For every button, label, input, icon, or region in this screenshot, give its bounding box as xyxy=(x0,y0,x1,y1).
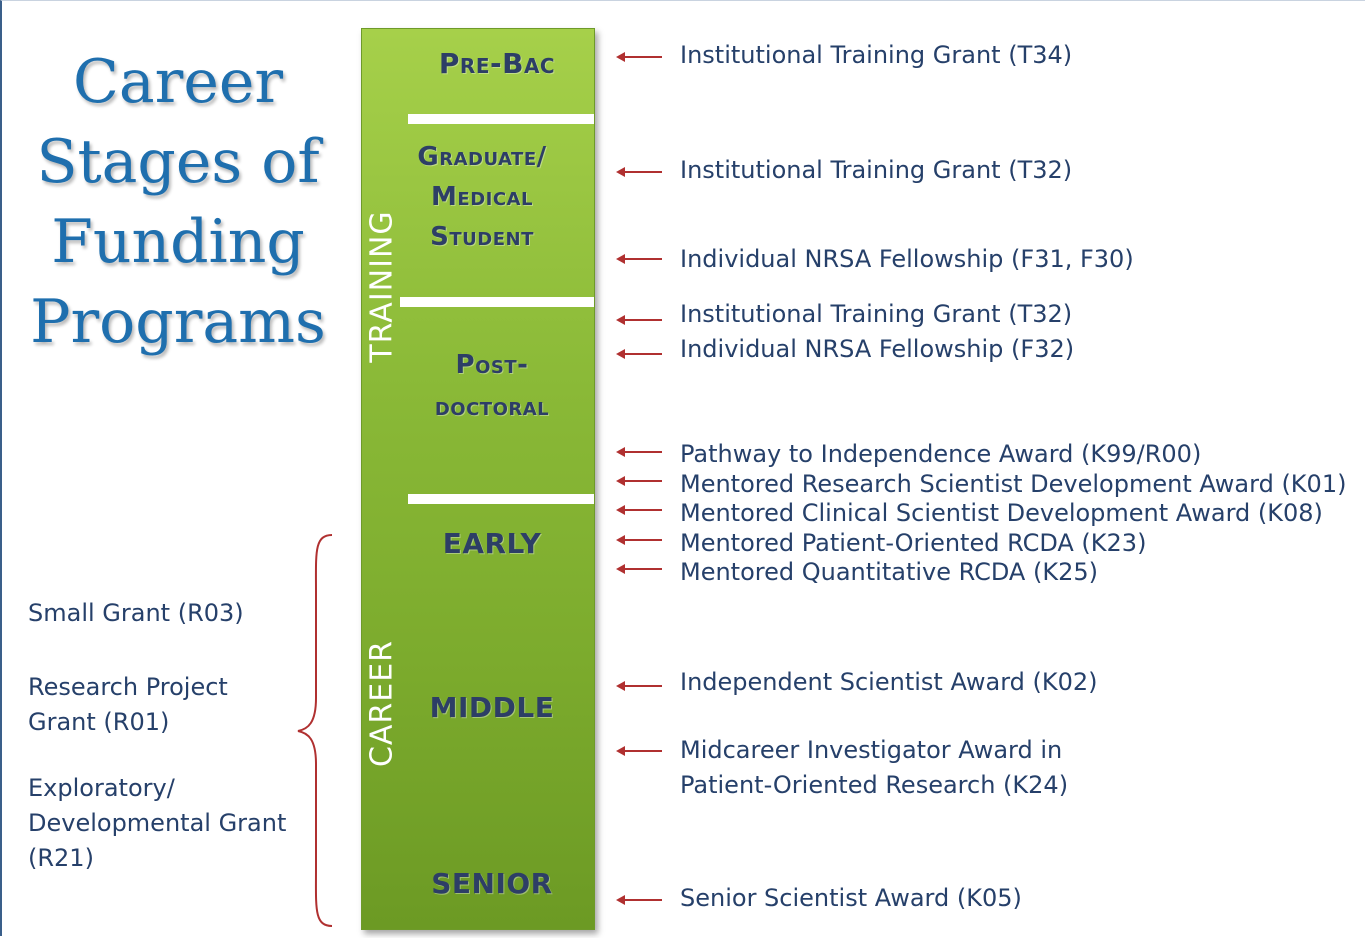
arrow-left-icon xyxy=(616,895,662,905)
stage-divider-graduate xyxy=(400,297,594,307)
grant-r01: Research Project Grant (R01) xyxy=(28,670,228,740)
arrow-left-icon xyxy=(616,505,662,515)
grant-k05: Senior Scientist Award (K05) xyxy=(680,884,1022,912)
grant-r01-line-1: Research Project xyxy=(28,673,228,701)
arrow-left-icon xyxy=(616,52,662,62)
arrow-left-icon xyxy=(616,315,662,325)
slide-title: Career Stages of Funding Programs xyxy=(18,42,338,362)
stage-prebac: Pre-Bac xyxy=(438,47,556,80)
grant-k08: Mentored Clinical Scientist Development … xyxy=(680,499,1323,527)
arrow-left-icon xyxy=(616,447,662,457)
grant-f31-f30: Individual NRSA Fellowship (F31, F30) xyxy=(680,245,1134,273)
grant-k25: Mentored Quantitative RCDA (K25) xyxy=(680,558,1098,586)
grant-r01-line-2: Grant (R01) xyxy=(28,708,170,736)
grant-k24: Midcareer Investigator Award in Patient-… xyxy=(680,733,1068,803)
grant-r21-line-1: Exploratory/ xyxy=(28,774,175,802)
stage-middle: MIDDLE xyxy=(429,691,555,724)
arrow-left-icon xyxy=(616,167,662,177)
curly-brace-icon xyxy=(297,534,333,927)
grant-k23: Mentored Patient-Oriented RCDA (K23) xyxy=(680,529,1147,557)
stage-postdoc-line-1: Post- xyxy=(455,350,529,380)
career-stage-bar: TRAINING CAREER Pre-Bac Graduate/ Medica… xyxy=(361,28,595,930)
stage-graduate-line-1: Graduate/ xyxy=(417,142,547,172)
grant-k01: Mentored Research Scientist Development … xyxy=(680,470,1347,498)
title-line-1: Career xyxy=(72,47,284,117)
arrow-left-icon xyxy=(616,535,662,545)
arrow-left-icon xyxy=(616,254,662,264)
title-line-4: Programs xyxy=(30,287,326,357)
arrow-left-icon xyxy=(616,681,662,691)
grant-r03: Small Grant (R03) xyxy=(28,599,244,627)
stage-senior: SENIOR xyxy=(431,867,553,900)
grant-k24-line-2: Patient-Oriented Research (K24) xyxy=(680,771,1069,799)
stage-divider-postdoc xyxy=(408,494,594,504)
grant-t32-postdoc: Institutional Training Grant (T32) xyxy=(680,300,1073,328)
grant-r21-line-3: (R21) xyxy=(28,844,94,872)
grant-r21: Exploratory/ Developmental Grant (R21) xyxy=(28,771,286,876)
stage-postdoc-line-2: doctoral xyxy=(434,392,550,422)
arrow-left-icon xyxy=(616,564,662,574)
stage-early: EARLY xyxy=(442,527,542,560)
arrow-left-icon xyxy=(616,476,662,486)
stage-postdoc: Post- doctoral xyxy=(392,344,592,428)
stage-divider-prebac xyxy=(408,114,594,124)
grant-k24-line-1: Midcareer Investigator Award in xyxy=(680,736,1063,764)
title-line-2: Stages of xyxy=(36,127,320,197)
arrow-left-icon xyxy=(616,349,662,359)
grant-t34: Institutional Training Grant (T34) xyxy=(680,41,1073,69)
stage-graduate-line-3: Student xyxy=(430,222,534,252)
stage-graduate-line-2: Medical xyxy=(431,182,533,212)
grant-k99-r00: Pathway to Independence Award (K99/R00) xyxy=(680,440,1202,468)
grant-r21-line-2: Developmental Grant xyxy=(28,809,287,837)
title-line-3: Funding xyxy=(51,207,305,277)
grant-f32: Individual NRSA Fellowship (F32) xyxy=(680,335,1075,363)
stage-graduate: Graduate/ Medical Student xyxy=(382,137,582,257)
grant-t32-graduate: Institutional Training Grant (T32) xyxy=(680,156,1073,184)
grant-k02: Independent Scientist Award (K02) xyxy=(680,668,1098,696)
arrow-left-icon xyxy=(616,746,662,756)
